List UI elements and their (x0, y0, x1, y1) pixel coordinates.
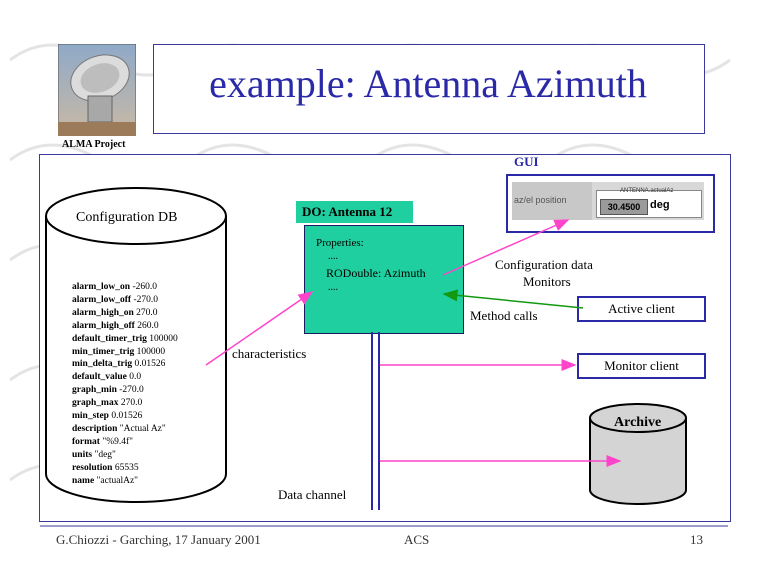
config-db-item-key: description (72, 423, 118, 434)
config-db-item-key: alarm_high_on (72, 307, 134, 318)
configuration-data-label: Configuration data (495, 257, 593, 272)
config-db-item-value: -260.0 (132, 282, 157, 292)
archive-cylinder (589, 403, 687, 505)
footer-author: G.Chiozzi - Garching, 17 January 2001 (56, 532, 261, 547)
logo-label: ALMA Project (62, 139, 126, 150)
config-db-item-value: 100000 (136, 346, 166, 357)
gui-value-field[interactable]: 30.4500 (600, 199, 648, 215)
config-db-cylinder (45, 187, 227, 503)
config-db-item-value: -270.0 (119, 385, 144, 396)
config-db-item: alarm_low_off -270.0 (72, 295, 158, 305)
config-db-item-key: default_value (72, 372, 127, 383)
config-db-item-key: default_timer_trig (72, 333, 147, 344)
config-db-item-key: graph_min (72, 385, 117, 396)
config-db-item: format "%9.4f" (72, 437, 133, 447)
config-db-item-value: "Actual Az" (119, 423, 166, 434)
arrow-to-gui (442, 219, 570, 276)
config-db-item-key: min_step (72, 411, 109, 421)
config-db-item: min_delta_trig 0.01526 (72, 359, 165, 369)
config-db-item-value: -270.0 (133, 294, 159, 305)
do-dots-bottom: .... (328, 282, 338, 293)
config-db-item: min_step 0.01526 (72, 411, 142, 421)
config-db-item-value: "deg" (94, 449, 116, 460)
config-db-item: units "deg" (72, 450, 116, 460)
config-db-item-value: 65535 (114, 462, 139, 473)
data-channel-bus (371, 332, 380, 510)
config-db-item: graph_max 270.0 (72, 398, 142, 408)
arrow-method-calls (442, 289, 584, 309)
config-db-item-key: name (72, 475, 95, 486)
config-db-item-key: min_delta_trig (72, 359, 133, 370)
gui-position-label: az/el position (514, 195, 567, 205)
footer-center: ACS (404, 532, 430, 547)
config-db-item: default_value 0.0 (72, 372, 141, 382)
do-box (304, 225, 464, 334)
config-db-item-value: 260.0 (137, 320, 159, 331)
data-channel-label: Data channel (278, 487, 347, 502)
config-db-item-key: graph_max (72, 398, 119, 409)
config-db-item-key: alarm_low_on (72, 282, 131, 292)
do-dots-top: .... (328, 251, 338, 262)
config-db-item-value: "%9.4f" (102, 436, 134, 447)
gui-left-pane (512, 182, 592, 220)
config-db-title: Configuration DB (76, 210, 178, 225)
do-properties-label: Properties: (316, 237, 364, 249)
antenna-icon (58, 44, 136, 136)
config-db-item: resolution 65535 (72, 463, 139, 473)
active-client-box[interactable]: Active client (577, 296, 706, 322)
monitors-label: Monitors (523, 274, 571, 289)
title-frame (153, 44, 705, 134)
config-db-item-key: alarm_high_off (72, 320, 135, 331)
config-db-item-key: format (72, 436, 100, 447)
config-db-item-key: resolution (72, 462, 113, 473)
do-label: DO: Antenna 12 (296, 201, 413, 223)
footer-page-number: 13 (690, 532, 703, 547)
config-db-item: default_timer_trig 100000 (72, 334, 178, 344)
config-db-item: min_timer_trig 100000 (72, 347, 165, 357)
gui-label: GUI (514, 154, 539, 169)
do-property-azimuth[interactable]: RODouble: Azimuth (326, 266, 426, 280)
config-db-item: graph_min -270.0 (72, 385, 144, 395)
page-title: example: Antenna Azimuth (209, 61, 647, 106)
config-db-item-key: units (72, 449, 93, 460)
arrow-characteristics (205, 291, 314, 366)
method-calls-label: Method calls (470, 308, 538, 323)
characteristics-label: characteristics (232, 346, 307, 361)
archive-label: Archive (614, 415, 662, 430)
config-db-item: name "actualAz" (72, 476, 138, 486)
config-db-item-value: 270.0 (136, 307, 158, 318)
gui-readout-header: ANTENNA.actualAz (620, 188, 674, 194)
config-db-item: alarm_high_on 270.0 (72, 308, 158, 318)
config-db-item: description "Actual Az" (72, 424, 166, 434)
config-db-item: alarm_high_off 260.0 (72, 321, 159, 331)
config-db-item-value: 0.01526 (111, 411, 143, 421)
config-db-item-value: 0.01526 (134, 359, 166, 370)
monitor-client-box[interactable]: Monitor client (577, 353, 706, 379)
config-db-item: alarm_low_on -260.0 (72, 282, 157, 292)
gui-unit: deg (650, 199, 670, 211)
config-db-item-value: "actualAz" (96, 475, 139, 486)
config-db-item-key: min_timer_trig (72, 346, 135, 357)
config-db-item-value: 0.0 (129, 372, 142, 383)
config-db-item-value: 270.0 (120, 398, 143, 409)
config-db-item-value: 100000 (149, 333, 178, 344)
config-db-item-key: alarm_low_off (72, 294, 132, 305)
